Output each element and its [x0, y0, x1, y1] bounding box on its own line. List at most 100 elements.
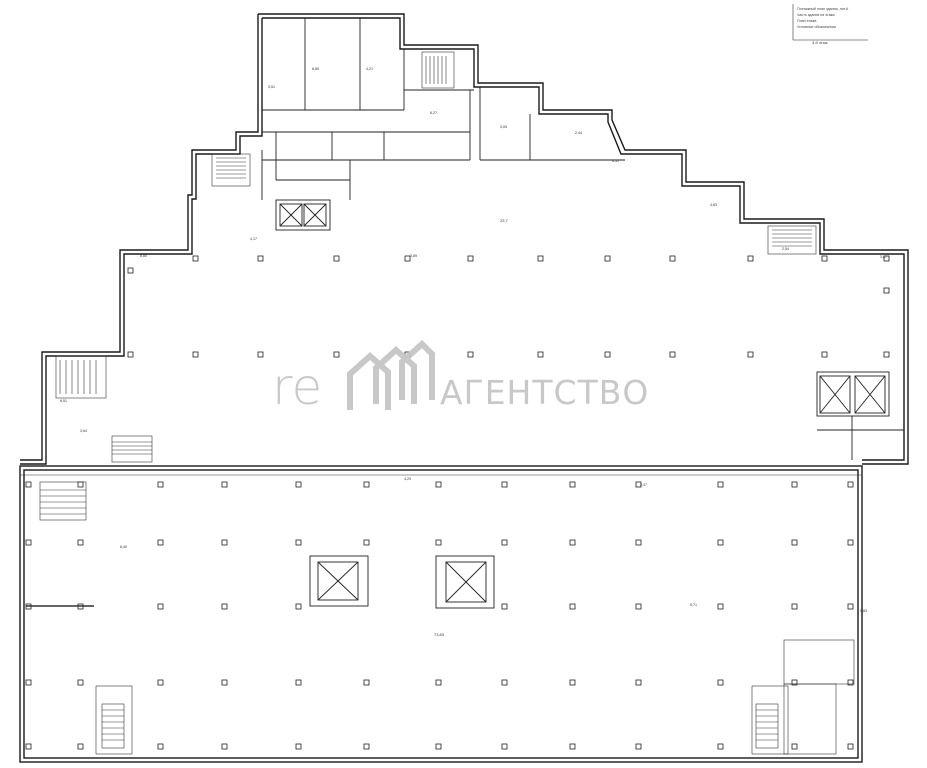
column-square-icon	[635, 603, 642, 610]
column-square-icon	[717, 679, 724, 686]
column-square-icon	[157, 603, 164, 610]
column-square-icon	[363, 743, 370, 750]
lower-elevators	[309, 555, 495, 609]
column-square-icon	[747, 351, 754, 358]
dimension-label: 8,80	[140, 254, 147, 258]
column-square-icon	[635, 539, 642, 546]
dimension-label: 3,89	[410, 254, 417, 258]
column-square-icon	[157, 679, 164, 686]
watermark: re АГЕНТСТВО	[272, 339, 649, 416]
column-square-icon	[25, 679, 32, 686]
column-square-icon	[883, 351, 890, 358]
column-square-icon	[669, 351, 676, 358]
column-square-icon	[635, 743, 642, 750]
column-square-icon	[221, 539, 228, 546]
column-square-icon	[847, 679, 854, 686]
column-square-icon	[847, 603, 854, 610]
column-square-icon	[295, 679, 302, 686]
column-square-icon	[295, 481, 302, 488]
column-square-icon	[569, 603, 576, 610]
column-square-icon	[717, 603, 724, 610]
dimension-label: 5,83	[860, 609, 867, 613]
column-square-icon	[635, 679, 642, 686]
column-square-icon	[604, 351, 611, 358]
column-square-icon	[717, 743, 724, 750]
column-square-icon	[883, 255, 890, 262]
column-square-icon	[501, 539, 508, 546]
column-grid	[25, 255, 890, 750]
upper-inner-partitions	[261, 18, 625, 200]
column-square-icon	[501, 481, 508, 488]
dimension-label: 2,54	[782, 247, 789, 251]
column-square-icon	[717, 539, 724, 546]
column-square-icon	[25, 743, 32, 750]
column-square-icon	[257, 351, 264, 358]
column-square-icon	[717, 481, 724, 488]
dimension-label: 6,51	[60, 399, 67, 403]
column-square-icon	[127, 267, 134, 274]
column-square-icon	[635, 481, 642, 488]
column-square-icon	[669, 255, 676, 262]
column-square-icon	[569, 539, 576, 546]
dimension-label: 2,47	[640, 483, 647, 487]
column-square-icon	[295, 743, 302, 750]
column-square-icon	[435, 679, 442, 686]
column-square-icon	[569, 743, 576, 750]
column-square-icon	[295, 603, 302, 610]
column-square-icon	[537, 255, 544, 262]
upper-building-walls	[20, 13, 909, 465]
dimension-label: 6,40	[120, 545, 127, 549]
column-square-icon	[847, 743, 854, 750]
title-line-2: Часть здания на этаже	[797, 13, 835, 17]
column-square-icon	[363, 539, 370, 546]
lower-hall-area: 73,83	[434, 632, 445, 637]
dimension-label: 2,44	[575, 131, 582, 135]
house-logo-icon	[347, 339, 435, 410]
lower-building-walls	[19, 465, 863, 763]
column-square-icon	[25, 603, 32, 610]
column-square-icon	[604, 255, 611, 262]
column-square-icon	[257, 255, 264, 262]
column-square-icon	[295, 539, 302, 546]
column-square-icon	[435, 539, 442, 546]
column-square-icon	[821, 255, 828, 262]
title-line-1: Поэтажный план здания, лит.А	[797, 7, 849, 11]
column-square-icon	[77, 743, 84, 750]
column-square-icon	[791, 603, 798, 610]
column-square-icon	[333, 351, 340, 358]
column-square-icon	[821, 351, 828, 358]
dimension-label: 3,05	[500, 125, 507, 129]
dimension-label: 5,71	[690, 603, 697, 607]
column-square-icon	[333, 255, 340, 262]
dimension-label: 8,80	[312, 67, 319, 71]
watermark-brand-short: re	[272, 358, 322, 416]
title-line-4: Условные обозначения	[797, 25, 836, 29]
column-square-icon	[569, 481, 576, 488]
column-square-icon	[791, 743, 798, 750]
dimension-label: 4,29	[404, 477, 411, 481]
floor-label: 3-й этаж	[812, 40, 828, 45]
lower-stairs	[39, 481, 855, 755]
column-square-icon	[467, 351, 474, 358]
column-square-icon	[221, 743, 228, 750]
column-square-icon	[363, 679, 370, 686]
column-square-icon	[77, 481, 84, 488]
column-square-icon	[847, 539, 854, 546]
column-square-icon	[192, 255, 199, 262]
upper-hall-area: 23,7	[500, 218, 509, 223]
watermark-brand-name: АГЕНТСТВО	[440, 373, 649, 412]
column-square-icon	[25, 481, 32, 488]
column-square-icon	[192, 351, 199, 358]
column-square-icon	[127, 351, 134, 358]
column-square-icon	[157, 743, 164, 750]
upper-elevators	[275, 199, 904, 460]
column-square-icon	[435, 481, 442, 488]
dimension-label: 3,64	[80, 429, 87, 433]
column-square-icon	[467, 255, 474, 262]
title-block: Поэтажный план здания, лит.А Часть здани…	[792, 4, 868, 45]
dimension-label: 3,51	[268, 85, 275, 89]
column-square-icon	[569, 679, 576, 686]
column-square-icon	[883, 287, 890, 294]
column-square-icon	[747, 255, 754, 262]
